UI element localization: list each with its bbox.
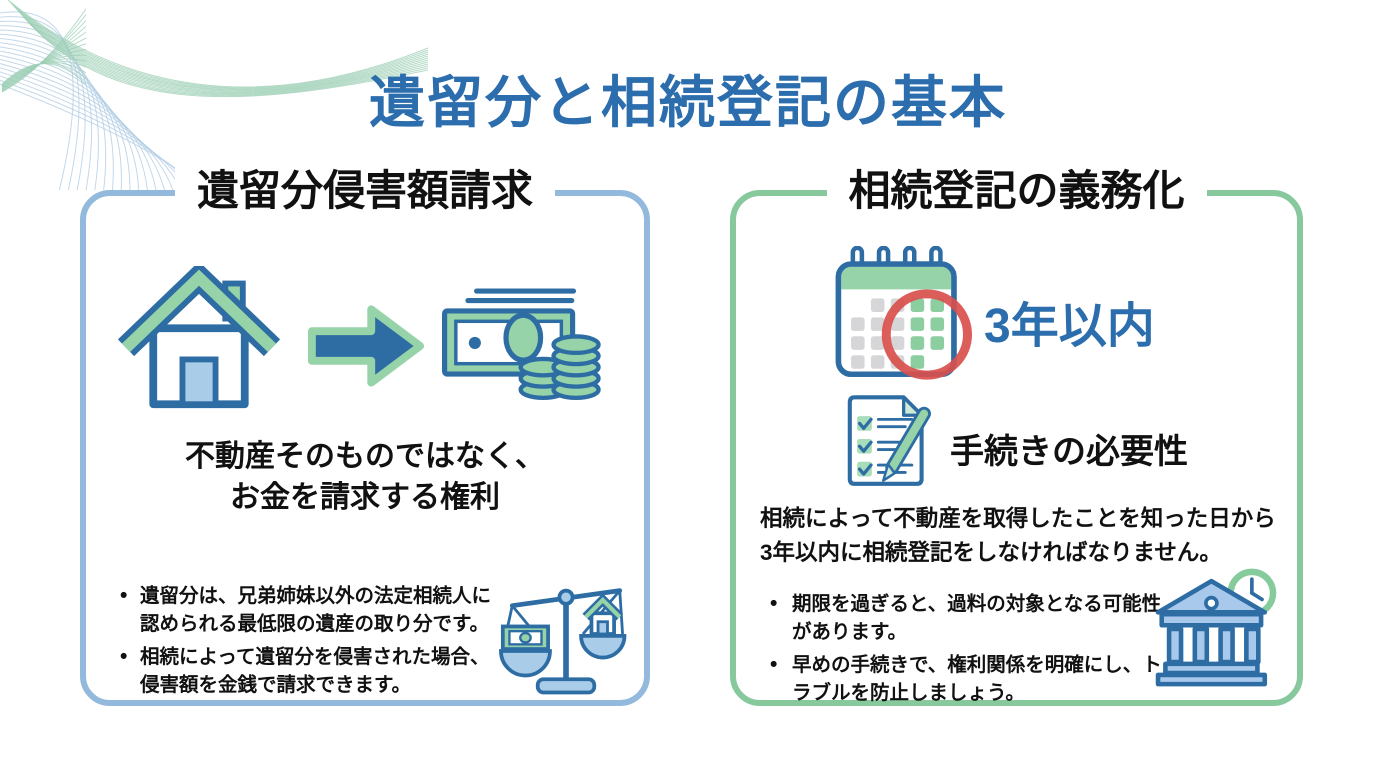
checkbox-rows [857,416,914,477]
page-title: 遺留分と相続登記の基本 [369,71,1007,134]
left-bullet-list: 遺留分は、兄弟姉妹以外の法定相続人に認められる最低限の遺産の取り分です。 相続に… [116,581,502,703]
registration-description: 相続によって不動産を取得したことを知った日から3年以内に相続登記をしなければなり… [760,506,1276,565]
left-main-statement: 不動産そのものではなく、 お金を請求する権利 [86,436,644,519]
red-circle-mark [881,289,973,380]
left-main-statement-line2: お金を請求する権利 [230,481,500,515]
left-panel-title: 遺留分侵害額請求 [174,166,556,216]
list-item: 期限を過ぎると、過料の対象となる可能性があります。 [766,589,1170,647]
panel-inheritance-registration: 相続登記の義務化 [730,166,1303,706]
list-item: 早めの手続きで、権利関係を明確にし、トラブルを防止しましょう。 [766,650,1170,708]
panel-iryubun-claim: 遺留分侵害額請求 [80,166,650,706]
house-icon [117,266,281,409]
bank-icon [1155,568,1277,687]
deadline-label: 3年以内 [984,300,1155,353]
list-item: 遺留分は、兄弟姉妹以外の法定相続人に認められる最低限の遺産の取り分です。 [116,581,502,639]
left-main-statement-line1: 不動産そのものではなく、 [185,440,545,473]
list-item: 相続によって遺留分を侵害された場合、侵害額を金銭で請求できます。 [116,642,502,700]
arrow-right-icon [307,305,425,387]
scale-pan-left [499,649,552,678]
checklist-icon [847,395,931,486]
money-icon [442,288,601,401]
balance-scale-icon [499,588,627,695]
procedure-label: 手続きの必要性 [950,433,1188,471]
scale-pan-right [579,634,627,660]
right-bullet-list: 期限を過ぎると、過料の対象となる可能性があります。 早めの手続きで、権利関係を明… [766,589,1170,711]
right-panel-title: 相続登記の義務化 [826,166,1207,216]
calendar-icon [835,246,973,380]
pen-icon [882,406,931,482]
coin-stack-right [551,334,601,401]
